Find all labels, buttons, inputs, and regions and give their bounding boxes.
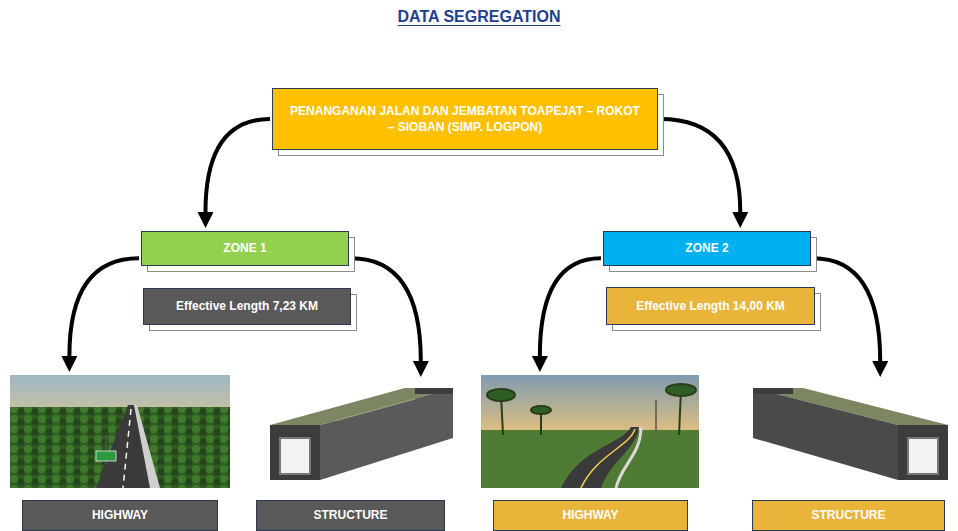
highway-panel: HIGHWAY xyxy=(10,375,230,531)
curved-arrow xyxy=(205,119,270,212)
box-label: ZONE 2 xyxy=(685,240,728,256)
highway-illustration xyxy=(481,375,699,488)
curved-arrow xyxy=(660,119,740,212)
curved-arrow xyxy=(540,258,601,356)
highway-panel: HIGHWAY xyxy=(481,375,699,531)
curved-arrow xyxy=(351,258,421,361)
banner-label: STRUCTURE xyxy=(256,500,445,531)
banner-label: HIGHWAY xyxy=(22,500,218,531)
highway-illustration xyxy=(10,375,230,488)
structure-panel: STRUCTURE xyxy=(256,380,457,531)
zone-box: ZONE 1 xyxy=(141,231,349,266)
diagram-title: DATA SEGREGATION xyxy=(398,8,561,25)
banner-label: STRUCTURE xyxy=(752,500,945,531)
box-label: Effective Length 7,23 KM xyxy=(176,298,318,314)
box-label: Effective Length 14,00 KM xyxy=(636,298,785,314)
box-label: PENANGANAN JALAN DAN JEMBATAN TOAPEJAT –… xyxy=(287,103,643,135)
length-box: Effective Length 14,00 KM xyxy=(606,287,815,325)
banner-label: HIGHWAY xyxy=(493,500,688,531)
curved-arrow xyxy=(813,258,880,361)
culvert-illustration xyxy=(265,380,457,485)
curved-arrow xyxy=(69,258,139,356)
length-box: Effective Length 7,23 KM xyxy=(143,288,351,325)
zone-box: ZONE 2 xyxy=(603,231,811,266)
box-label: ZONE 1 xyxy=(223,240,266,256)
culvert-illustration xyxy=(735,380,955,485)
project-box: PENANGANAN JALAN DAN JEMBATAN TOAPEJAT –… xyxy=(272,88,658,150)
structure-panel: STRUCTURE xyxy=(735,380,955,531)
